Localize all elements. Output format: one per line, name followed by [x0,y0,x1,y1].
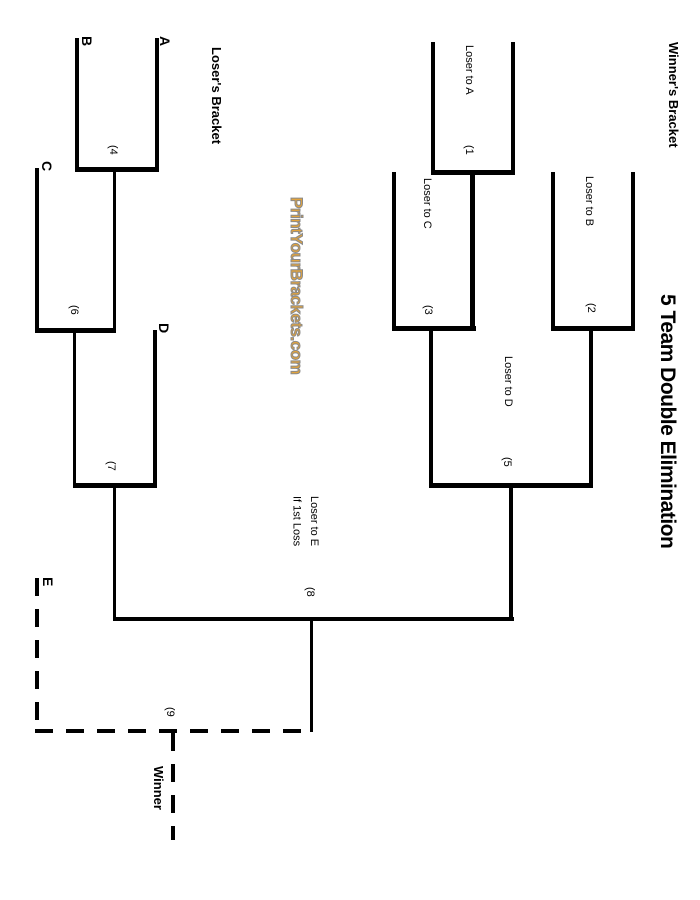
game6-winner-line [73,333,76,483]
game2-number: (2 [585,303,597,313]
game5-bracket-bar [429,483,593,488]
team-b-label: B [79,36,95,47]
game1-team-top-line [431,42,435,175]
game1-team-bottom-line [511,42,515,175]
game5-number: (5 [501,457,513,467]
team-a-label: A [157,36,173,47]
game6-bracket-bar [35,328,116,333]
game3-winner-line [429,331,433,488]
game1-number: (1 [463,145,475,155]
game7-bracket-bar [73,483,157,488]
winners-bracket-heading: Winner's Bracket [666,42,681,148]
game2-team-top-line [551,172,555,326]
game3-number: (3 [422,305,434,315]
game4-bracket-bar [75,167,159,172]
game1-loser-note: Loser to A [463,45,475,95]
game4-number: (4 [107,145,119,155]
team-e-dashed-line [35,578,39,730]
game8-number: (8 [304,587,316,597]
game3-bracket-bar [392,326,476,331]
winner-label: Winner [151,766,166,810]
team-d-label: D [156,323,172,334]
game8-loser-note: Loser to E If 1st Loss [287,496,322,546]
game5-loser-note: Loser to D [502,356,514,407]
game8-winner-line [310,621,313,732]
game8-loser-note-line2: If 1st Loss [290,496,303,547]
team-d-line [153,330,157,483]
team-c-line [35,168,39,328]
game1-bracket-bar [431,170,515,175]
losers-bracket-heading: Loser's Bracket [209,47,224,145]
game6-number: (6 [68,305,80,315]
game2-bracket-bar [551,326,635,331]
game3-loser-note: Loser to C [421,178,433,229]
game8-bracket-bar [113,617,514,621]
team-e-label: E [40,577,56,587]
watermark: PrintYourBrackets.com [287,196,307,375]
team-b-line [75,38,79,167]
game1-winner-line [470,175,475,331]
game4-winner-line [113,172,116,328]
page-title: 5 Team Double Elimination [656,294,679,549]
team-a-line [155,38,159,167]
team-c-label: C [39,161,55,172]
game7-winner-line [113,488,116,617]
game3-bye-team-line [392,172,396,331]
game8-loser-note-line1: Loser to E [308,496,321,547]
game2-winner-line [589,331,593,488]
game5-winner-line [509,488,513,617]
game7-number: (7 [105,461,117,471]
game2-loser-note: Loser to B [583,176,595,227]
game2-team-bottom-line [631,172,635,326]
game9-winner-dashed-line [171,733,175,840]
game9-number: (9 [164,707,176,717]
game9-dashed-bracket-bar [35,729,313,733]
